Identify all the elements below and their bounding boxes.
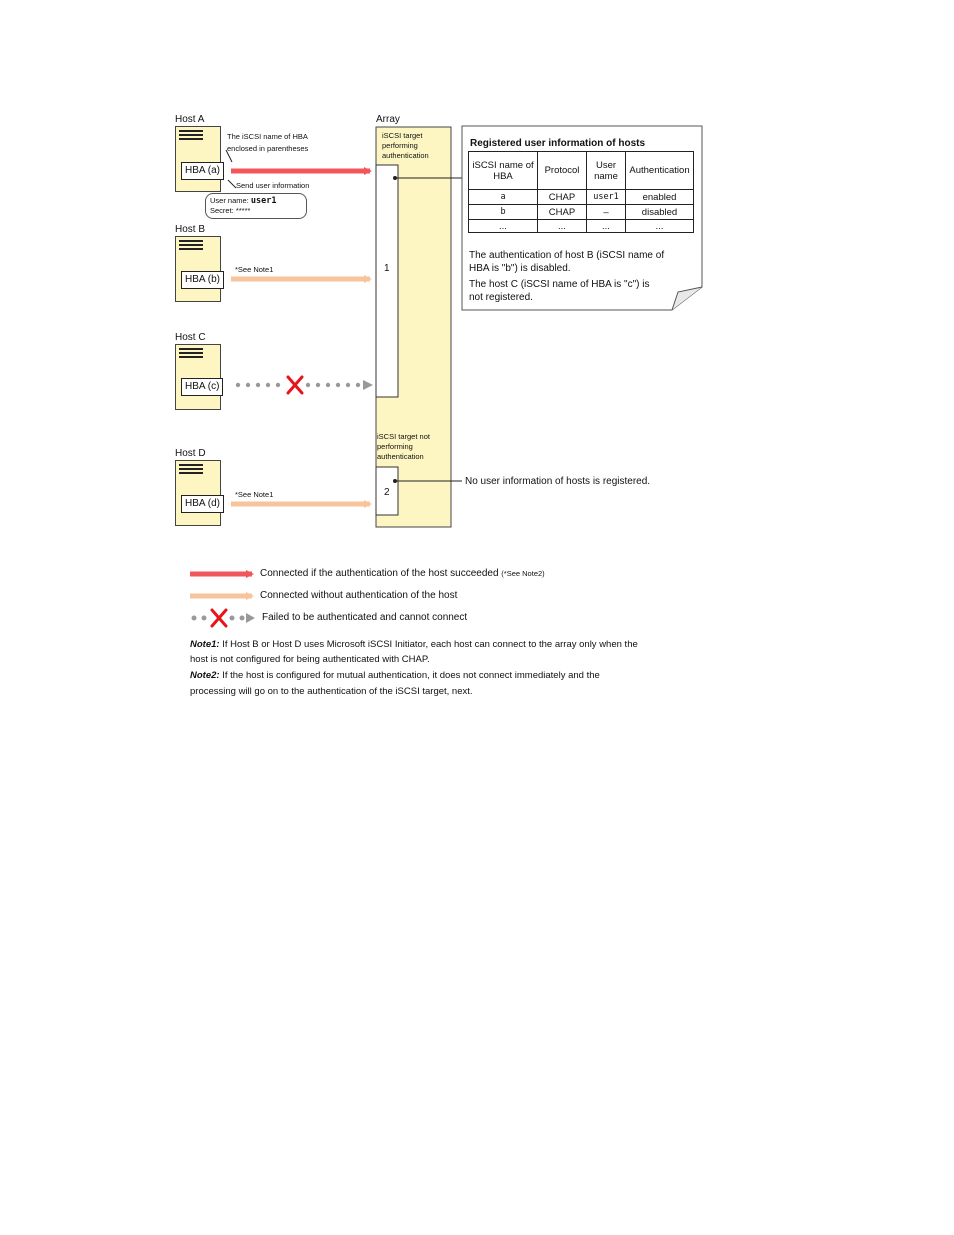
registered-note-line1: The authentication of host B (iSCSI name… <box>469 250 665 261</box>
array-label: Array <box>376 114 400 125</box>
target1-number: 1 <box>384 263 390 274</box>
target2-desc-line2: performing <box>377 442 413 451</box>
table-cell: user1 <box>586 189 626 205</box>
registered-note-line4: not registered. <box>469 292 533 303</box>
table-cell: a <box>468 189 538 205</box>
legend-fail-x-icon <box>210 608 228 628</box>
target2-desc-line3: authentication <box>377 452 424 461</box>
table-cell: ... <box>586 219 626 233</box>
table-header-row: iSCSI name of HBA Protocol User name Aut… <box>468 151 694 190</box>
iscsi-name-note-line1: The iSCSI name of HBA <box>227 132 308 141</box>
host-b-label: Host B <box>175 224 206 235</box>
table-cell: ... <box>537 219 587 233</box>
registered-note-line3: The host C (iSCSI name of HBA is "c") is <box>469 279 650 290</box>
table-cell: – <box>586 204 626 220</box>
host-c-label: Host C <box>175 332 206 343</box>
registered-note-line2: HBA is "b") is disabled. <box>469 263 571 274</box>
host-b-see-note1: *See Note1 <box>235 265 274 274</box>
host-c-fail-line <box>235 380 373 390</box>
table-header-cell: Authentication <box>625 151 694 190</box>
target1-desc-line3: authentication <box>382 151 429 160</box>
note2-line2: processing will go on to the authenticat… <box>190 686 473 697</box>
iscsi-name-note-line2: enclosed in parentheses <box>227 144 309 153</box>
host-d-hba: HBA (d) <box>181 495 225 513</box>
host-c-hba: HBA (c) <box>181 378 224 396</box>
secret-line: Secret: ***** <box>210 206 251 215</box>
send-user-info-label: Send user information <box>236 181 310 190</box>
legend-fail-label: Failed to be authenticated and cannot co… <box>262 612 468 623</box>
target1-desc-line1: iSCSI target <box>382 131 423 140</box>
table-cell: CHAP <box>537 189 587 205</box>
target2-leader-dot <box>393 479 397 483</box>
host-d-see-note1: *See Note1 <box>235 490 274 499</box>
host-d-server-icon <box>175 460 221 526</box>
table-cell: enabled <box>625 189 694 205</box>
table-header-cell: Protocol <box>537 151 587 190</box>
table-cell: CHAP <box>537 204 587 220</box>
legend-auth-label: Connected if the authentication of the h… <box>260 568 545 579</box>
legend-noauth-label: Connected without authentication of the … <box>260 590 458 601</box>
host-a-hba: HBA (a) <box>181 162 225 180</box>
table-cell: b <box>468 204 538 220</box>
note1-line2: host is not configured for being authent… <box>190 654 430 665</box>
send-info-pointer <box>227 179 237 189</box>
target1-leader-dot <box>393 176 397 180</box>
table-cell: disabled <box>625 204 694 220</box>
host-b-hba: HBA (b) <box>181 271 225 289</box>
table-header-cell: User name <box>586 151 626 190</box>
no-user-info-label: No user information of hosts is register… <box>465 476 651 487</box>
note2-line1: Note2: If the host is configured for mut… <box>190 670 600 681</box>
target1-box <box>375 164 399 398</box>
table-cell: ... <box>625 219 694 233</box>
legend-fail-dots <box>191 613 255 623</box>
host-b-server-icon <box>175 236 221 302</box>
host-a-label: Host A <box>175 114 205 125</box>
host-c-server-icon <box>175 344 221 410</box>
host-d-label: Host D <box>175 448 206 459</box>
host-a-server-icon <box>175 126 221 192</box>
table-row: ... ... ... ... <box>468 219 694 233</box>
table-row: b CHAP – disabled <box>468 204 694 220</box>
user-name-line: User name: user1 <box>210 196 277 206</box>
table-cell: ... <box>468 219 538 233</box>
table-header-cell: iSCSI name of HBA <box>468 151 538 190</box>
target1-desc-line2: performing <box>382 141 418 150</box>
target2-desc-line1: iSCSI target not <box>377 432 430 441</box>
registered-table-title: Registered user information of hosts <box>470 138 646 149</box>
table-row: a CHAP user1 enabled <box>468 189 694 205</box>
iscsi-name-pointer <box>225 149 233 163</box>
note1-line1: Note1: If Host B or Host D uses Microsof… <box>190 639 638 650</box>
target2-box <box>375 466 399 516</box>
user-info-callout: User name: user1 Secret: ***** <box>205 193 307 219</box>
host-c-fail-x-icon <box>286 375 304 395</box>
target2-number: 2 <box>384 487 390 498</box>
registered-user-table: iSCSI name of HBA Protocol User name Aut… <box>468 151 694 233</box>
